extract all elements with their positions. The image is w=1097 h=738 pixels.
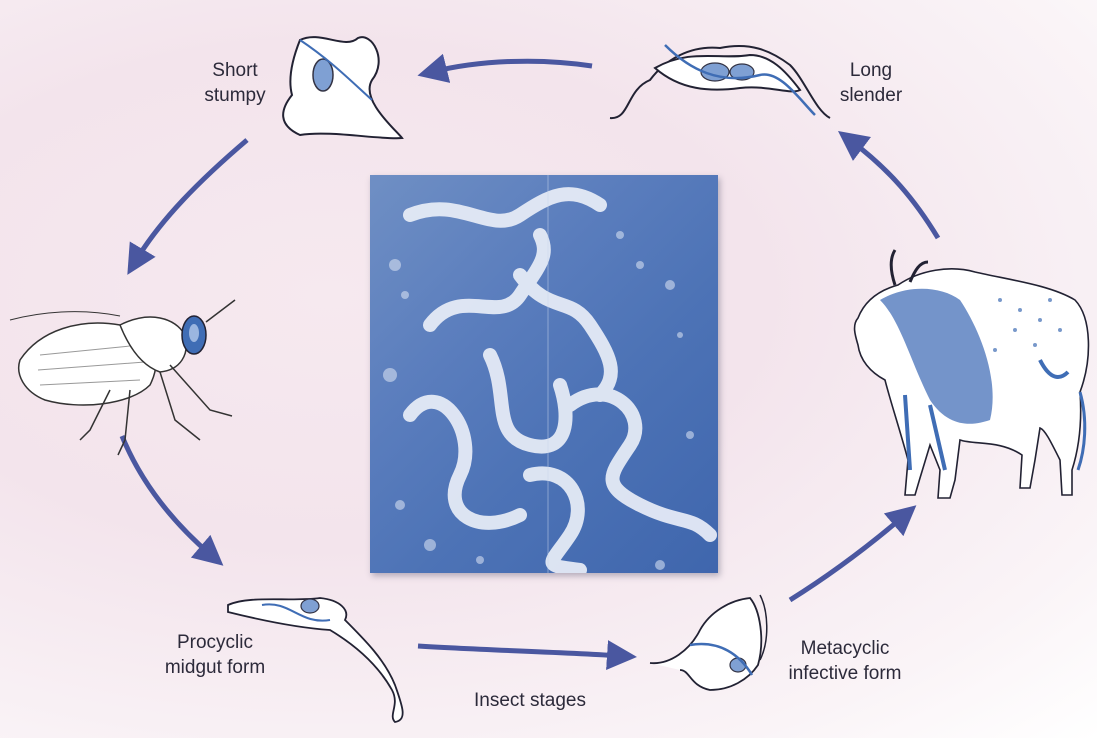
label-short-stumpy: Short stumpy: [190, 58, 280, 108]
arrow-procyclic-to-metacyclic: [418, 646, 622, 656]
tsetse-fly-illustration: [10, 300, 235, 455]
label-long-slender: Long slender: [826, 58, 916, 108]
label-metacyclic-infective-form: Metacyclic infective form: [760, 636, 930, 686]
label-insect-stages: Insect stages: [455, 688, 605, 713]
metacyclic-parasite: [650, 595, 767, 690]
short-stumpy-parasite: [283, 37, 402, 138]
procyclic-nucleus: [301, 599, 319, 613]
long-slender-parasite: [610, 45, 830, 118]
arrow-metacyclic-to-cattle: [790, 515, 905, 600]
cattle-illustration: [855, 250, 1089, 498]
arrow-short-to-fly: [135, 140, 247, 262]
fly-wing-line: [10, 312, 120, 320]
arrow-cattle-to-long: [850, 140, 938, 238]
short-stumpy-nucleus: [313, 59, 333, 91]
label-procyclic-midgut-form: Procyclic midgut form: [140, 630, 290, 680]
arrow-long-to-short: [432, 61, 592, 72]
arrow-fly-to-procyclic: [122, 436, 212, 556]
